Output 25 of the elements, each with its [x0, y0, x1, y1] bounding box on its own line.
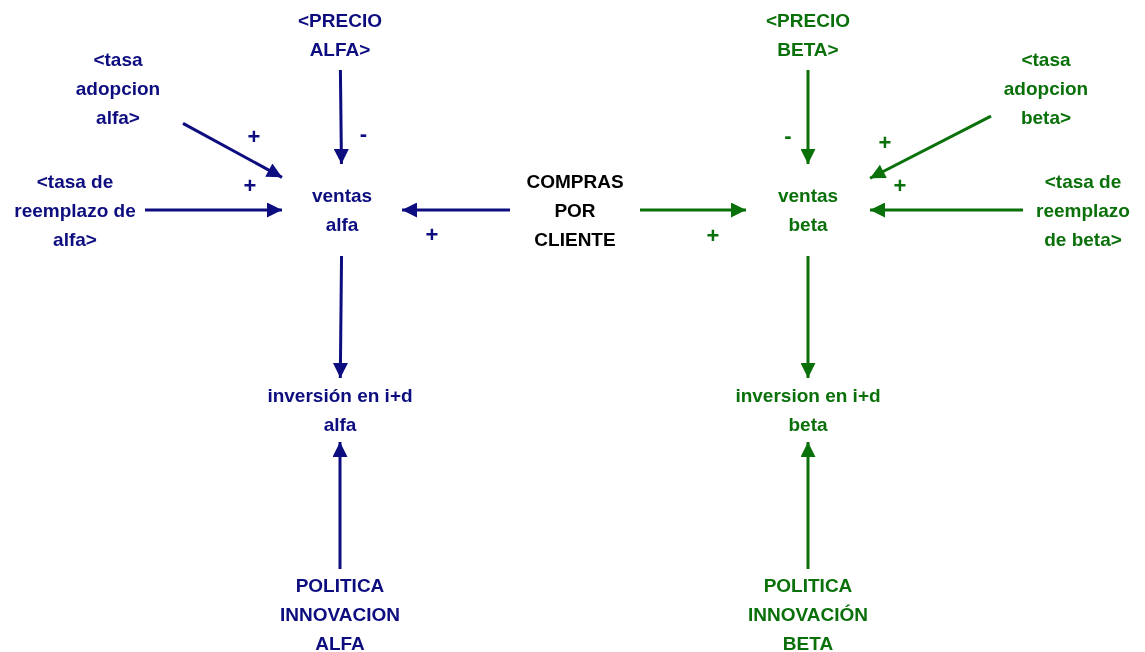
variable-label: <PRECIO BETA>	[765, 9, 851, 62]
variable-label: <tasa adopcion beta>	[1002, 47, 1090, 130]
variable-label: COMPRAS POR CLIENTE	[525, 169, 625, 252]
arrow	[869, 114, 992, 180]
arrow	[402, 202, 510, 218]
arrow	[332, 442, 348, 569]
arrow	[800, 70, 816, 164]
variable-label: inversión en i+d alfa	[266, 384, 414, 437]
variable-label: <tasa de reemplazo de alfa>	[13, 169, 137, 252]
arrow	[333, 70, 349, 164]
arrow	[145, 202, 282, 218]
variable-label: <PRECIO ALFA>	[297, 9, 383, 62]
arrow	[182, 122, 283, 179]
arrow	[800, 442, 816, 569]
variable-label: inversion en i+d beta	[734, 384, 882, 437]
variable-label: POLITICA INNOVACIÓN BETA	[747, 573, 869, 652]
arrow	[640, 202, 746, 218]
variable-label: POLITICA INNOVACION ALFA	[279, 573, 401, 652]
arrow	[800, 256, 816, 378]
variable-label: <tasa adopcion alfa>	[74, 47, 162, 130]
variable-label: ventas beta	[776, 184, 840, 237]
variable-label: <tasa de reemplazo de beta>	[1035, 169, 1131, 252]
arrow	[870, 202, 1023, 218]
variable-label: ventas alfa	[310, 184, 374, 237]
arrow	[332, 256, 348, 378]
